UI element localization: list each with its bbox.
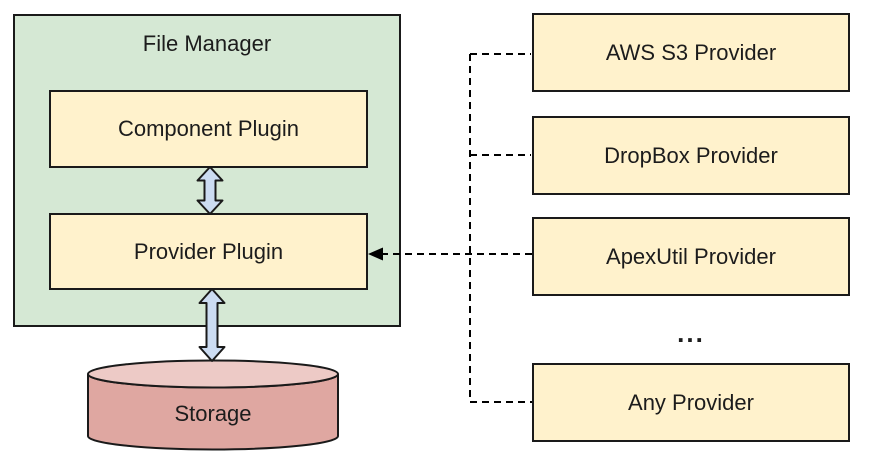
providers-dashed-connector-line: [383, 53, 532, 403]
provider-plugin-node: Provider Plugin: [49, 213, 368, 290]
component-plugin-label: Component Plugin: [117, 116, 299, 141]
file-manager-title: File Manager: [142, 31, 272, 56]
provider-node-dropbox-label: DropBox Provider: [604, 142, 778, 168]
provider-node-any-label: Any Provider: [628, 389, 754, 415]
more-providers-ellipsis: ...: [677, 318, 705, 348]
provider-node-dropbox: DropBox Provider: [532, 116, 850, 195]
provider-node-apexutil: ApexUtil Provider: [532, 217, 850, 296]
provider-node-aws-s3-label: AWS S3 Provider: [605, 39, 777, 65]
provider-node-apexutil-label: ApexUtil Provider: [606, 243, 776, 269]
provider-node-aws-s3: AWS S3 Provider: [532, 13, 850, 92]
component-plugin-node: Component Plugin: [49, 90, 368, 168]
storage-label: Storage: [174, 401, 252, 426]
provider-plugin-label: Provider Plugin: [133, 238, 284, 264]
provider-node-any: Any Provider: [532, 363, 850, 442]
